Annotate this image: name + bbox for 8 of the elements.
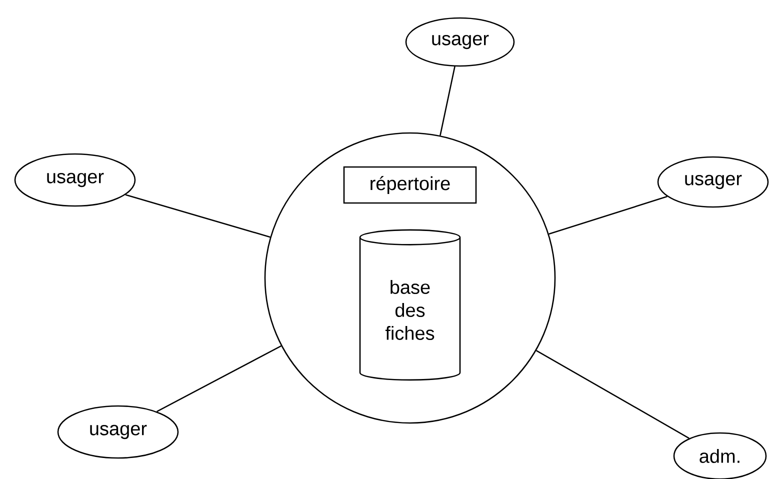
- database-cylinder: base des fiches: [359, 229, 461, 381]
- connector-line: [125, 194, 270, 238]
- label-box: répertoire: [343, 166, 477, 204]
- connector-line: [440, 66, 456, 136]
- connector-line: [156, 345, 282, 412]
- connector-line: [548, 196, 668, 235]
- connector-line: [536, 350, 690, 439]
- system-circle: [264, 132, 556, 424]
